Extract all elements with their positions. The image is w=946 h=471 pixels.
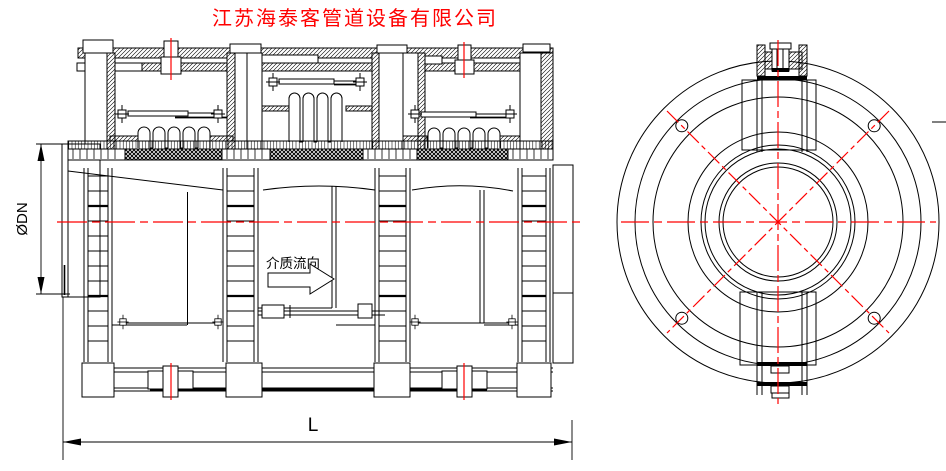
band-ticks [72, 149, 549, 159]
flow-direction-arrow [267, 263, 335, 295]
length-dimension: L [62, 297, 573, 460]
end-view-top-lug [741, 42, 817, 152]
company-title: 江苏海泰客管道设备有限公司 [212, 7, 498, 30]
side-section-view: 介质流向 ØDN L [14, 39, 574, 460]
diameter-dimension-label: ØDN [14, 202, 31, 235]
bellows-group [137, 92, 501, 149]
flow-direction-label: 介质流向 [266, 256, 320, 271]
end-view [616, 42, 946, 399]
limit-rods [114, 72, 518, 124]
top-tie-bar [76, 39, 554, 75]
end-view-diagonal-2 [666, 110, 890, 334]
liner-strips [109, 105, 521, 142]
flow-direction: 介质流向 [266, 256, 335, 295]
collar-band [67, 140, 554, 161]
pipe-shell [67, 170, 518, 326]
pipe-end-right [552, 164, 574, 364]
centerlines [57, 38, 936, 404]
ladders [83, 168, 551, 362]
length-dimension-label: L [308, 415, 319, 436]
diameter-dimension: ØDN [14, 143, 70, 295]
